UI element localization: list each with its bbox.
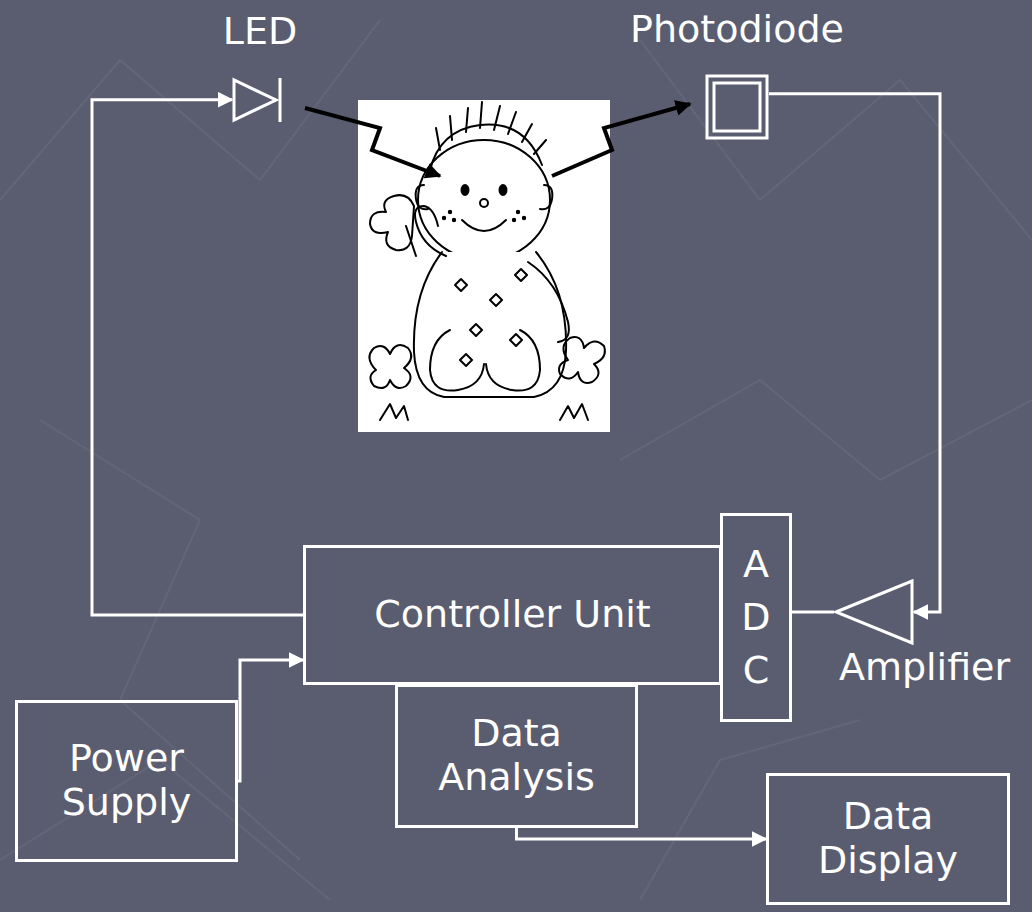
controller-box: Controller Unit	[303, 545, 722, 685]
process-box: Power Supply	[15, 700, 238, 862]
signal-wire	[769, 94, 940, 612]
amplifier-triangle	[834, 578, 914, 646]
signal-wire	[792, 611, 834, 614]
process-box: Data Analysis	[395, 684, 638, 828]
led-symbol: LED	[200, 10, 320, 138]
photodiode-symbol: Photodiode	[612, 8, 862, 156]
signal-wire	[92, 100, 303, 615]
background-pattern	[0, 20, 1032, 900]
node-label: Controller Unit	[374, 593, 650, 637]
node-label: Power Supply	[18, 737, 235, 824]
photodiode-square	[705, 74, 769, 140]
node-label: LED	[223, 10, 297, 54]
amplifier-symbol: Amplifier	[822, 578, 1027, 713]
signal-wire	[517, 828, 767, 839]
node-label: Data Display	[769, 795, 1007, 882]
baby-illustration	[358, 100, 610, 432]
node-label: Amplifier	[822, 646, 1027, 690]
node-label: A D C	[738, 538, 774, 698]
led-diode-symbol	[232, 76, 288, 124]
signal-wire	[238, 660, 303, 781]
node-label: Photodiode	[630, 8, 844, 52]
process-box: Data Display	[766, 773, 1010, 905]
adc-box: A D C	[720, 513, 792, 722]
light-ray	[305, 104, 690, 176]
node-label: Data Analysis	[398, 712, 635, 799]
